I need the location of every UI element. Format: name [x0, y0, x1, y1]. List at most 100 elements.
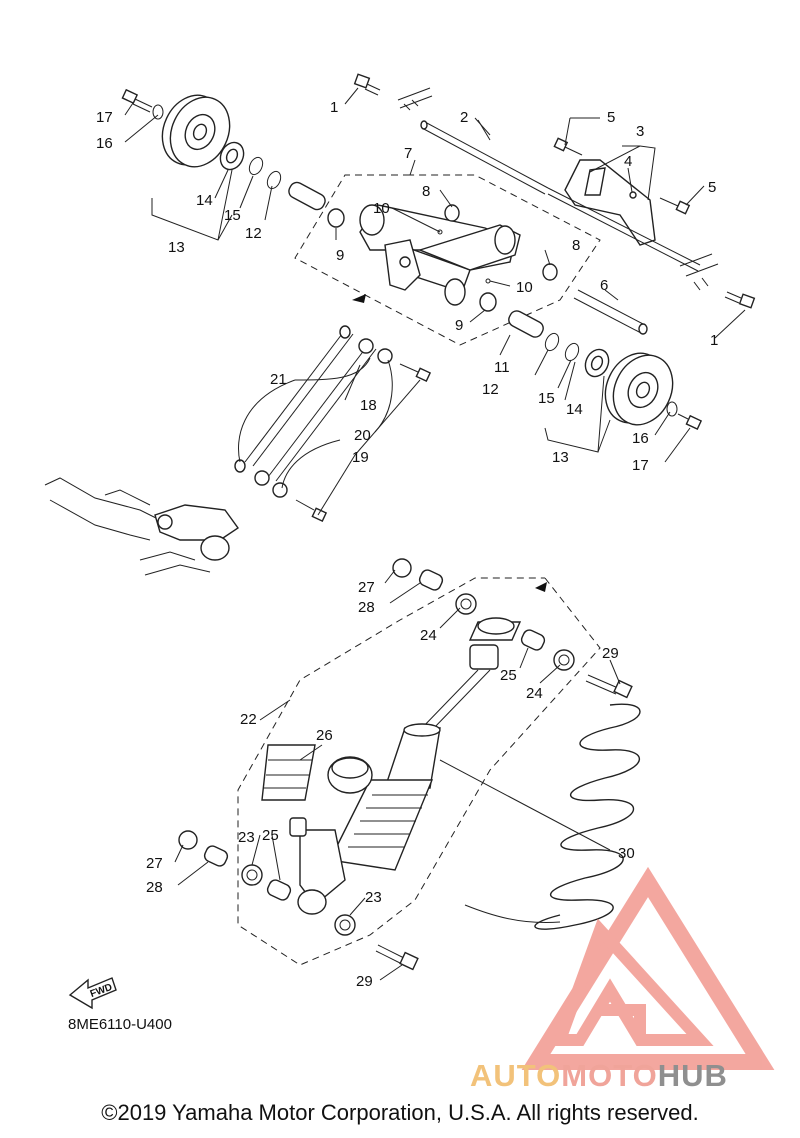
collar-25-lower: [266, 879, 292, 901]
callout-17-upper: 17: [96, 109, 113, 126]
bushing-9-upper: [327, 208, 345, 228]
callout-30: 30: [618, 845, 635, 862]
bolt-5-left: [553, 137, 583, 156]
idler-wheel-upper: [161, 94, 231, 168]
callout-24-upper: 24: [420, 627, 437, 644]
callout-5-left: 5: [607, 109, 615, 126]
callout-4: 4: [624, 153, 632, 170]
watermark-text: AUTOMOTOHUB: [470, 1058, 728, 1094]
bolt-1-upper: [353, 73, 381, 96]
bushing-9-lower: [479, 292, 497, 312]
callout-28-lower: 28: [146, 879, 163, 896]
callout-14-upper: 14: [196, 192, 213, 209]
callout-26: 26: [316, 727, 333, 744]
callout-16-lower: 16: [632, 430, 649, 447]
collar-8-lower: [542, 263, 558, 281]
shaft-6: [573, 289, 648, 335]
spring-30: [464, 703, 641, 930]
callout-8-lower: 8: [572, 237, 580, 254]
washer-16-lower: [666, 401, 678, 417]
bolt-19-lower: [295, 499, 328, 522]
bearing-14-lower: [584, 348, 610, 378]
callout-12-lower: 12: [482, 381, 499, 398]
watermark-auto: AUTO: [470, 1058, 562, 1093]
bushing-23-lower-left: [241, 864, 263, 886]
callout-16-upper: 16: [96, 135, 113, 152]
callout-12-upper: 12: [245, 225, 262, 242]
callout-28-upper: 28: [358, 599, 375, 616]
collar-27-lower: [178, 830, 198, 850]
bolt-19-upper: [399, 363, 432, 382]
callout-25-upper: 25: [500, 667, 517, 684]
frame-fragment-lower: [679, 253, 719, 291]
callout-20: 20: [354, 427, 371, 444]
collar-25-upper: [520, 629, 546, 651]
callout-22: 22: [240, 711, 257, 728]
callout-27-lower: 27: [146, 855, 163, 872]
bolt-17-upper: [121, 88, 153, 113]
bolt-29-upper: [585, 674, 633, 699]
bushing-24-right: [553, 649, 575, 671]
shock-label-26: [261, 744, 373, 801]
callout-21: 21: [270, 371, 287, 388]
callout-19: 19: [352, 449, 369, 466]
collar-8-upper: [444, 204, 460, 222]
watermark-hub: HUB: [657, 1058, 728, 1093]
callout-5-right: 5: [708, 179, 716, 196]
callout-18: 18: [360, 397, 377, 414]
leader-lines: [124, 87, 746, 981]
spacer-11-lower: [508, 310, 544, 338]
bracket-3: [547, 159, 701, 272]
callout-9-lower: 9: [455, 317, 463, 334]
collar-28-lower: [203, 845, 229, 867]
callout-10-upper: 10: [373, 200, 390, 217]
circlip-15-upper: [248, 156, 264, 176]
callout-8-upper: 8: [422, 183, 430, 200]
callout-25-lower: 25: [262, 827, 279, 844]
callout-15-lower: 15: [538, 390, 555, 407]
idler-wheel-lower: [604, 352, 674, 426]
direction-arrow-lower: [535, 582, 547, 592]
callout-13-lower: 13: [552, 449, 569, 466]
fwd-label: FWD: [89, 982, 114, 1000]
callout-17-lower: 17: [632, 457, 649, 474]
bolt-17-lower: [677, 413, 703, 430]
callout-11: 11: [494, 359, 510, 376]
callout-23-left: 23: [238, 829, 255, 846]
shock-group-outline: [237, 577, 601, 966]
frame-sketch: [44, 477, 239, 576]
callout-10-lower: 10: [516, 279, 533, 296]
watermark-moto: MOTO: [561, 1058, 658, 1093]
callout-6: 6: [600, 277, 608, 294]
rear-arm: [359, 204, 521, 306]
bolt-29-lower: [375, 944, 419, 971]
callout-23-right: 23: [365, 889, 382, 906]
washer-16-upper: [152, 104, 164, 120]
diagram-code: 8ME6110-U400: [68, 1016, 172, 1033]
collar-28-upper: [418, 569, 444, 591]
callout-13-upper: 13: [168, 239, 185, 256]
callout-15-upper: 15: [224, 207, 241, 224]
callout-14-lower: 14: [566, 401, 583, 418]
direction-arrow-upper: [352, 294, 366, 303]
callout-labels: 1 1 2 3 4 5 5 6 7 8 8 9 9 10 10 11 12 12…: [96, 99, 718, 990]
shock-absorber: [289, 617, 522, 915]
callout-2: 2: [460, 109, 468, 126]
bolt-1-lower: [724, 291, 756, 309]
spacer-11-upper: [288, 181, 326, 211]
callout-27-upper: 27: [358, 579, 375, 596]
callout-9-upper: 9: [336, 247, 344, 264]
circlip-15-lower: [564, 342, 580, 362]
callout-1-upper: 1: [330, 99, 338, 116]
bolt-5-right: [659, 197, 691, 215]
bushing-24-upper: [455, 593, 477, 615]
callout-7: 7: [404, 145, 412, 162]
shaft-2: [420, 120, 549, 195]
callout-3: 3: [636, 123, 644, 140]
frame-fragment-upper: [397, 87, 433, 111]
circlip-12-lower: [544, 332, 560, 352]
watermark-logo: [521, 866, 775, 1070]
callout-1-lower: 1: [710, 332, 718, 349]
fwd-badge: FWD: [68, 977, 117, 1010]
